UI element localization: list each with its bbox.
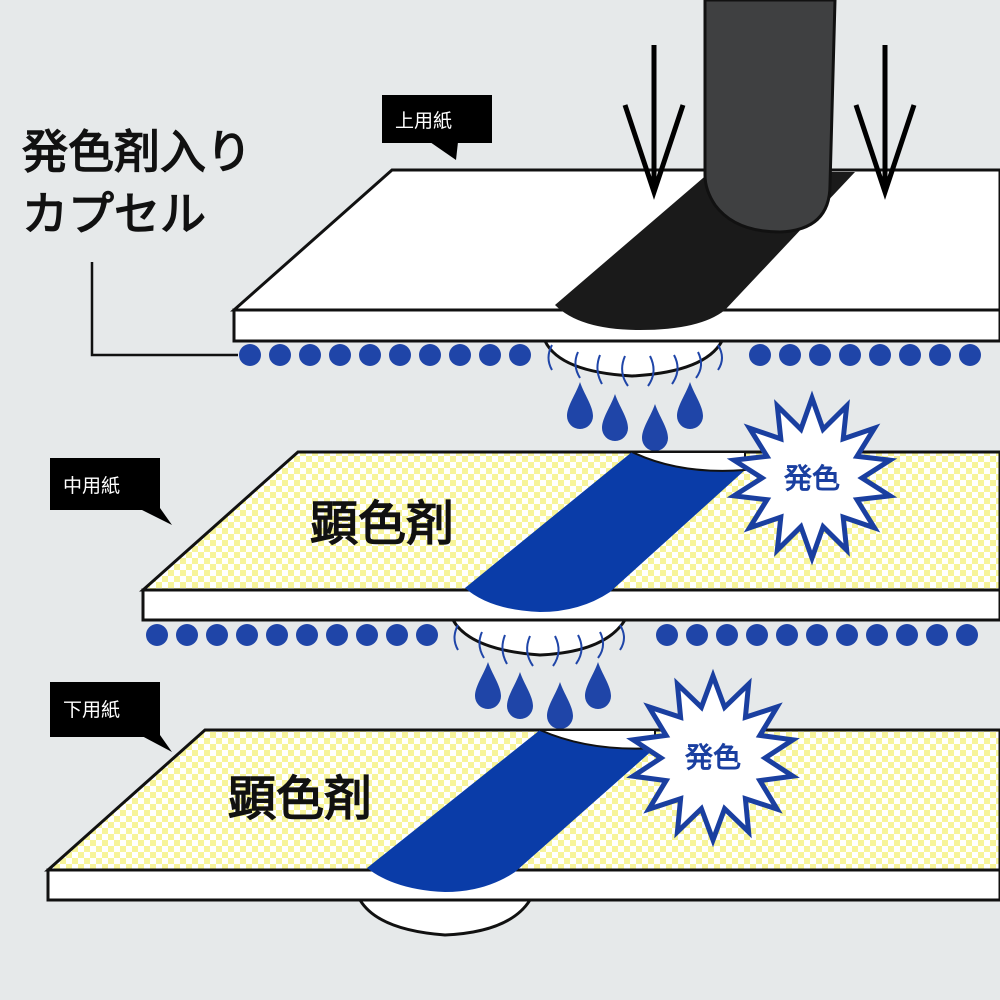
capsule-dot-icon bbox=[296, 624, 318, 646]
capsule-dot-icon bbox=[266, 624, 288, 646]
capsule-dot-icon bbox=[416, 624, 438, 646]
capsule-dot-icon bbox=[236, 624, 258, 646]
capsule-dot-icon bbox=[326, 624, 348, 646]
ink-drops-middle bbox=[475, 662, 611, 729]
ink-drop-icon bbox=[677, 382, 703, 429]
capsule-dot-icon bbox=[509, 344, 531, 366]
capsule-dot-icon bbox=[686, 624, 708, 646]
caption-leader-line bbox=[90, 262, 238, 357]
capsule-caption-line2: カプセル bbox=[22, 187, 206, 241]
capsule-dot-icon bbox=[239, 344, 261, 366]
tag-top-label: 上用紙 bbox=[395, 110, 452, 132]
capsule-dot-icon bbox=[899, 344, 921, 366]
ink-drop-icon bbox=[567, 382, 593, 429]
down-arrow-icon bbox=[853, 45, 917, 200]
bottom-sheet-dent bbox=[357, 898, 533, 937]
capsule-dot-icon bbox=[206, 624, 228, 646]
capsule-dot-icon bbox=[449, 344, 471, 366]
capsule-row-top bbox=[239, 344, 981, 366]
capsule-burst-arcs bbox=[547, 344, 723, 387]
capsule-caption-line1: 発色剤入り bbox=[22, 125, 252, 179]
capsule-dot-icon bbox=[389, 344, 411, 366]
ink-drops-top bbox=[567, 382, 703, 451]
developed-mark-middle bbox=[465, 452, 745, 612]
starburst-icon: 発色 bbox=[726, 390, 898, 566]
capsule-dot-icon bbox=[779, 344, 801, 366]
capsule-dot-icon bbox=[269, 344, 291, 366]
developer-label-middle: 顕色剤 bbox=[310, 496, 454, 552]
bottom-sheet-edge bbox=[46, 868, 1000, 902]
ink-drop-icon bbox=[547, 682, 573, 729]
starburst-icon: 発色 bbox=[626, 668, 800, 848]
capsule-dot-icon bbox=[809, 344, 831, 366]
capsule-dot-icon bbox=[866, 624, 888, 646]
ink-drop-icon bbox=[507, 672, 533, 719]
capsule-dot-icon bbox=[929, 344, 951, 366]
ink-drop-icon bbox=[585, 662, 611, 709]
stylus-icon bbox=[703, 0, 837, 234]
capsule-dot-icon bbox=[926, 624, 948, 646]
capsule-row-middle bbox=[146, 624, 978, 646]
capsule-dot-icon bbox=[959, 344, 981, 366]
capsule-dot-icon bbox=[746, 624, 768, 646]
capsule-dot-icon bbox=[656, 624, 678, 646]
tag-top-sheet: 上用紙 bbox=[382, 95, 492, 160]
capsule-dot-icon bbox=[386, 624, 408, 646]
capsule-dot-icon bbox=[869, 344, 891, 366]
capsule-dot-icon bbox=[299, 344, 321, 366]
developer-label-bottom: 顕色剤 bbox=[228, 771, 372, 827]
developed-mark-bottom bbox=[367, 730, 655, 892]
ink-drop-icon bbox=[642, 404, 668, 451]
tag-bottom-sheet: 下用紙 bbox=[50, 682, 172, 752]
capsule-dot-icon bbox=[896, 624, 918, 646]
tag-middle-label: 中用紙 bbox=[63, 475, 120, 497]
capsule-dot-icon bbox=[359, 344, 381, 366]
capsule-dot-icon bbox=[749, 344, 771, 366]
capsule-dot-icon bbox=[356, 624, 378, 646]
capsule-dot-icon bbox=[329, 344, 351, 366]
capsule-dot-icon bbox=[419, 344, 441, 366]
capsule-dot-icon bbox=[176, 624, 198, 646]
capsule-dot-icon bbox=[776, 624, 798, 646]
capsule-dot-icon bbox=[479, 344, 501, 366]
capsule-dot-icon bbox=[956, 624, 978, 646]
capsule-dot-icon bbox=[146, 624, 168, 646]
ink-drop-icon bbox=[602, 394, 628, 441]
down-arrow-icon bbox=[622, 45, 686, 200]
tag-middle-sheet: 中用紙 bbox=[50, 458, 172, 525]
burst-label-middle: 発色 bbox=[783, 462, 840, 495]
burst-label-bottom: 発色 bbox=[684, 741, 741, 774]
capsule-dot-icon bbox=[806, 624, 828, 646]
tag-bottom-label: 下用紙 bbox=[63, 699, 120, 721]
capsule-dot-icon bbox=[716, 624, 738, 646]
ink-drop-icon bbox=[475, 662, 501, 709]
capsule-burst-arcs bbox=[453, 624, 625, 667]
capsule-dot-icon bbox=[836, 624, 858, 646]
capsule-dot-icon bbox=[839, 344, 861, 366]
